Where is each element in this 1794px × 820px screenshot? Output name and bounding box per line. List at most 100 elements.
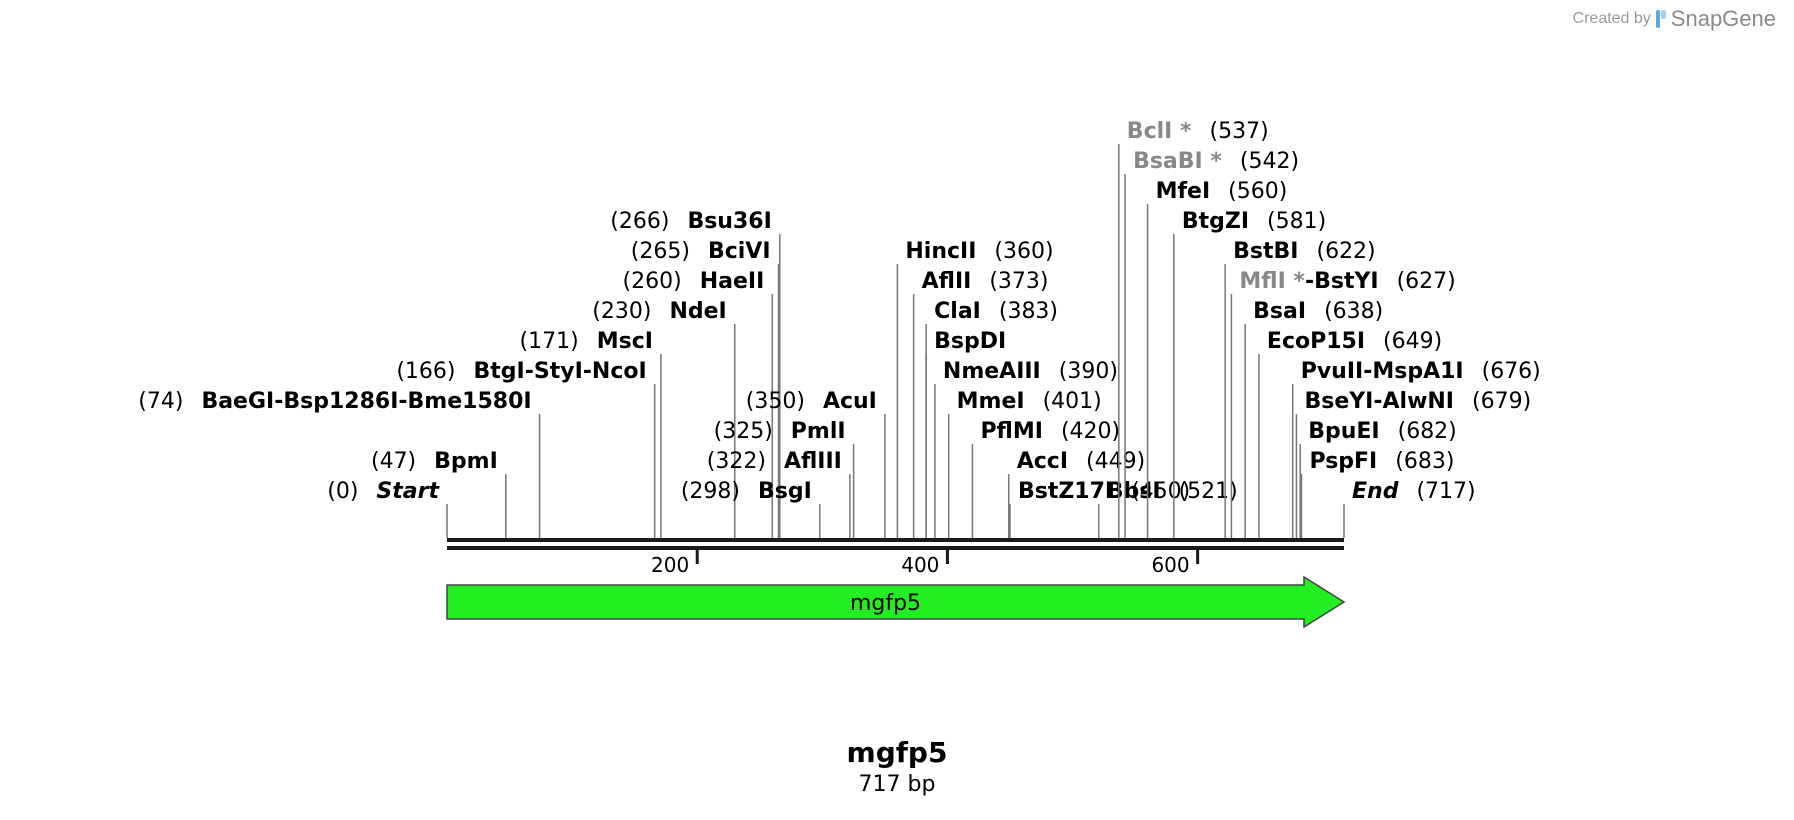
snapgene-credit: Created by SnapGene: [1573, 6, 1776, 32]
site-PmlI: (325) PmlI: [714, 419, 855, 538]
enzyme-label: BspDI: [934, 329, 1006, 354]
site-position: (717): [1416, 479, 1475, 504]
feature-label: mgfp5: [850, 591, 921, 616]
site-position: (450): [1131, 479, 1190, 504]
backbone-top-strand: [447, 538, 1344, 542]
enzyme-label: BaeGI: [201, 389, 274, 414]
site-position: (682): [1398, 419, 1457, 444]
restriction-sites-layer: (0)Start(47)BpmI(74)BaeGI - Bsp1286I - B…: [138, 119, 1541, 538]
site-position: (360): [994, 239, 1053, 264]
ruler-tick-label: 200: [651, 553, 689, 577]
site-MmeI: MmeI(401): [947, 389, 1102, 538]
site-position: (350): [746, 389, 805, 414]
site-position: (47): [371, 449, 416, 474]
enzyme-label: HaeII: [700, 269, 765, 294]
site-position: (260): [623, 269, 682, 294]
site-BciVI: (265)BciVI: [631, 239, 780, 538]
site-BpuEI: BpuEI (682): [1299, 419, 1457, 538]
enzyme-label: AccI: [1017, 449, 1068, 474]
site-position: (298): [681, 479, 740, 504]
enzyme-label: BsaI: [1253, 299, 1306, 324]
site-HincII: HincII(360): [896, 239, 1054, 538]
site-separator: -: [1363, 359, 1372, 384]
site-position: (383): [999, 299, 1058, 324]
site-position: (230): [592, 299, 651, 324]
site-NmeAIII: NmeAIII (390): [934, 359, 1118, 538]
site-NdeI: (230) NdeI: [592, 299, 736, 538]
site-BstZ17I: BstZ17I (450): [1009, 479, 1190, 538]
site-MflI-BstYI: MflI * - BstYI(627): [1230, 269, 1456, 538]
site-BsaI: BsaI (638): [1244, 299, 1383, 538]
enzyme-label: MspA1I: [1372, 359, 1463, 384]
site-separator: -: [1373, 389, 1382, 414]
enzyme-label: MflI *: [1239, 269, 1305, 294]
site-position: (581): [1267, 209, 1326, 234]
site-position: (322): [707, 449, 766, 474]
enzyme-label: BtgI: [474, 359, 525, 384]
site-separator: -: [583, 359, 592, 384]
site-position: (622): [1316, 239, 1375, 264]
site-EcoP15I: EcoP15I(649): [1258, 329, 1442, 538]
site-position: (638): [1324, 299, 1383, 324]
enzyme-label: AflII: [922, 269, 972, 294]
site-separator: -: [1305, 269, 1314, 294]
site-End: End(717): [1343, 479, 1476, 538]
site-position: (74): [138, 389, 183, 414]
site-BaeGI-Bsp1286I-Bme1580I: (74)BaeGI - Bsp1286I - Bme1580I: [138, 389, 541, 538]
site-AflIII: (322) AflIII: [707, 449, 851, 538]
site-AcuI: (350)AcuI: [746, 389, 886, 538]
enzyme-label: PflMI: [980, 419, 1043, 444]
enzyme-label: BpmI: [434, 449, 498, 474]
enzyme-label: Bsu36I: [687, 209, 771, 234]
enzyme-label: BstYI: [1314, 269, 1379, 294]
site-position: (0): [327, 479, 358, 504]
enzyme-label: BpuEI: [1308, 419, 1379, 444]
site-BtgZI: BtgZI (581): [1173, 209, 1326, 538]
enzyme-label: BstBI: [1233, 239, 1298, 264]
site-PflMI: PflMI(420): [971, 419, 1120, 538]
site-position: (166): [396, 359, 455, 384]
site-position: (265): [631, 239, 690, 264]
site-position: (521): [1179, 479, 1238, 504]
enzyme-label: BtgZI: [1182, 209, 1249, 234]
site-Bsu36I: (266)Bsu36I: [610, 209, 781, 538]
enzyme-label: AflIII: [784, 449, 842, 474]
ruler-tick-label: 600: [1151, 553, 1189, 577]
enzyme-label: PmlI: [791, 419, 846, 444]
site-BstBI: BstBI (622): [1224, 239, 1376, 538]
site-BpmI: (47) BpmI: [371, 449, 507, 538]
sequence-length: 717 bp: [858, 772, 936, 797]
site-PspFI: PspFI(683): [1300, 449, 1454, 538]
enzyme-label: StyI: [534, 359, 583, 384]
backbone-bottom-strand: [447, 546, 1344, 550]
site-position: (676): [1482, 359, 1541, 384]
site-position: (390): [1059, 359, 1118, 384]
site-position: (325): [714, 419, 773, 444]
enzyme-label: NmeAIII: [943, 359, 1041, 384]
site-MscI: (171)MscI: [520, 329, 662, 538]
site-position: (679): [1472, 389, 1531, 414]
enzyme-label: NdeI: [669, 299, 726, 324]
enzyme-label: MmeI: [957, 389, 1025, 414]
site-HaeII: (260) HaeII: [623, 269, 774, 538]
site-MfeI: MfeI(560): [1146, 179, 1287, 538]
site-separator: -: [525, 359, 534, 384]
site-BclI: BclI *(537): [1118, 119, 1269, 538]
enzyme-label: BbsI: [1107, 479, 1161, 504]
enzyme-label: BstZ17I: [1018, 479, 1113, 504]
site-Start: (0)Start: [327, 479, 448, 538]
enzyme-label: BsaBI *: [1133, 149, 1222, 174]
ruler-tick: [695, 550, 699, 564]
ruler-tick: [945, 550, 949, 564]
site-position: (373): [989, 269, 1048, 294]
enzyme-label: MfeI: [1156, 179, 1211, 204]
site-BtgI-StyI-NcoI: (166)BtgI - StyI - NcoI: [396, 359, 656, 538]
site-BbsI: BbsI (521): [1098, 479, 1238, 538]
site-BsgI: (298)BsgI: [681, 479, 821, 538]
site-separator: -: [398, 389, 407, 414]
enzyme-label: AlwNI: [1383, 389, 1455, 414]
enzyme-label: BseYI: [1304, 389, 1373, 414]
